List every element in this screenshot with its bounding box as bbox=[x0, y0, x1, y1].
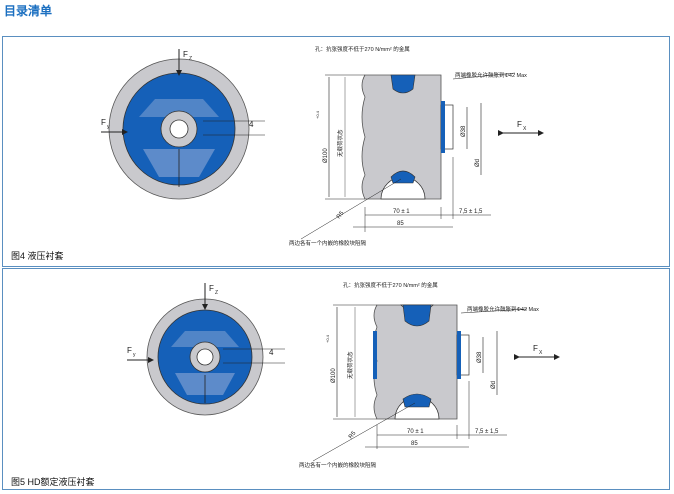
fx-sub: X bbox=[523, 126, 527, 132]
dim-diameter: Ø100 bbox=[331, 368, 337, 383]
note-bottom: 两边各有一个内嵌的橡胶块阻隔 bbox=[289, 239, 367, 247]
fx-label: F bbox=[517, 120, 522, 129]
dim-d: Ød bbox=[475, 159, 481, 167]
dim-7-5: 7,5 ± 1,5 bbox=[459, 209, 483, 215]
front-view: F Z F y 4 bbox=[127, 283, 285, 416]
side-view: 孔：抗张强度不低于270 N/mm² 的金属 两端橡胶允许鼓胀到Φ42 Max … bbox=[289, 45, 544, 247]
fz-label: F bbox=[209, 284, 214, 293]
dim-4: 4 bbox=[269, 348, 274, 357]
dim-4: 4 bbox=[249, 120, 254, 129]
fy-sub: y bbox=[133, 352, 136, 358]
fy-label: F bbox=[101, 118, 106, 127]
note-top: 孔：抗张强度不低于270 N/mm² 的金属 bbox=[343, 281, 438, 289]
fx-sub: X bbox=[539, 350, 543, 356]
dim-85: 85 bbox=[411, 441, 418, 447]
dim-70: 70 ± 1 bbox=[393, 209, 410, 215]
dim-r5: R5 bbox=[336, 210, 346, 220]
side-view: 孔：抗张强度不低于270 N/mm² 的金属 两端橡胶允许鼓胀到Φ42 Max … bbox=[299, 281, 560, 469]
dim-unloaded: 无载荷状态 bbox=[346, 351, 354, 379]
note-right: 两端橡胶允许鼓胀到Φ42 Max bbox=[467, 305, 539, 313]
fx-label: F bbox=[533, 344, 538, 353]
note-right: 两端橡胶允许鼓胀到Φ42 Max bbox=[455, 71, 527, 79]
page-title: 目录清单 bbox=[4, 4, 53, 18]
figure-caption: 图4 液压衬套 bbox=[11, 251, 64, 261]
note-top: 孔：抗张强度不低于270 N/mm² 的金属 bbox=[315, 45, 410, 53]
fz-label: F bbox=[183, 50, 188, 59]
bushing-drawing: F Z F y 4 bbox=[101, 45, 544, 247]
fz-sub: Z bbox=[189, 56, 192, 62]
fy-sub: y bbox=[107, 124, 110, 130]
figure-caption: 图5 HD额定液压衬套 bbox=[11, 477, 95, 487]
bushing-drawing: F Z F y 4 bbox=[127, 281, 560, 469]
figure-panel: F Z F y 4 bbox=[2, 268, 670, 490]
dim-diameter: Ø100 bbox=[323, 148, 329, 163]
figure-panel: F Z F y 4 bbox=[2, 36, 670, 267]
dim-tolerance: +0.4 bbox=[315, 110, 320, 119]
fy-label: F bbox=[127, 346, 132, 355]
dim-unloaded: 无载荷状态 bbox=[336, 129, 344, 157]
dim-70: 70 ± 1 bbox=[407, 429, 424, 435]
dim-7-5: 7,5 ± 1,5 bbox=[475, 429, 499, 435]
dim-inner: Ø38 bbox=[477, 351, 483, 363]
front-view: F Z F y 4 bbox=[101, 49, 265, 200]
fz-sub: Z bbox=[215, 290, 218, 296]
dim-inner: Ø38 bbox=[461, 125, 467, 137]
dim-r5: R5 bbox=[348, 430, 358, 440]
note-bottom: 两边各有一个内嵌的橡胶块阻隔 bbox=[299, 461, 377, 469]
dim-85: 85 bbox=[397, 221, 404, 227]
dim-d: Ød bbox=[491, 381, 497, 389]
dim-tolerance: +0.4 bbox=[325, 334, 330, 343]
